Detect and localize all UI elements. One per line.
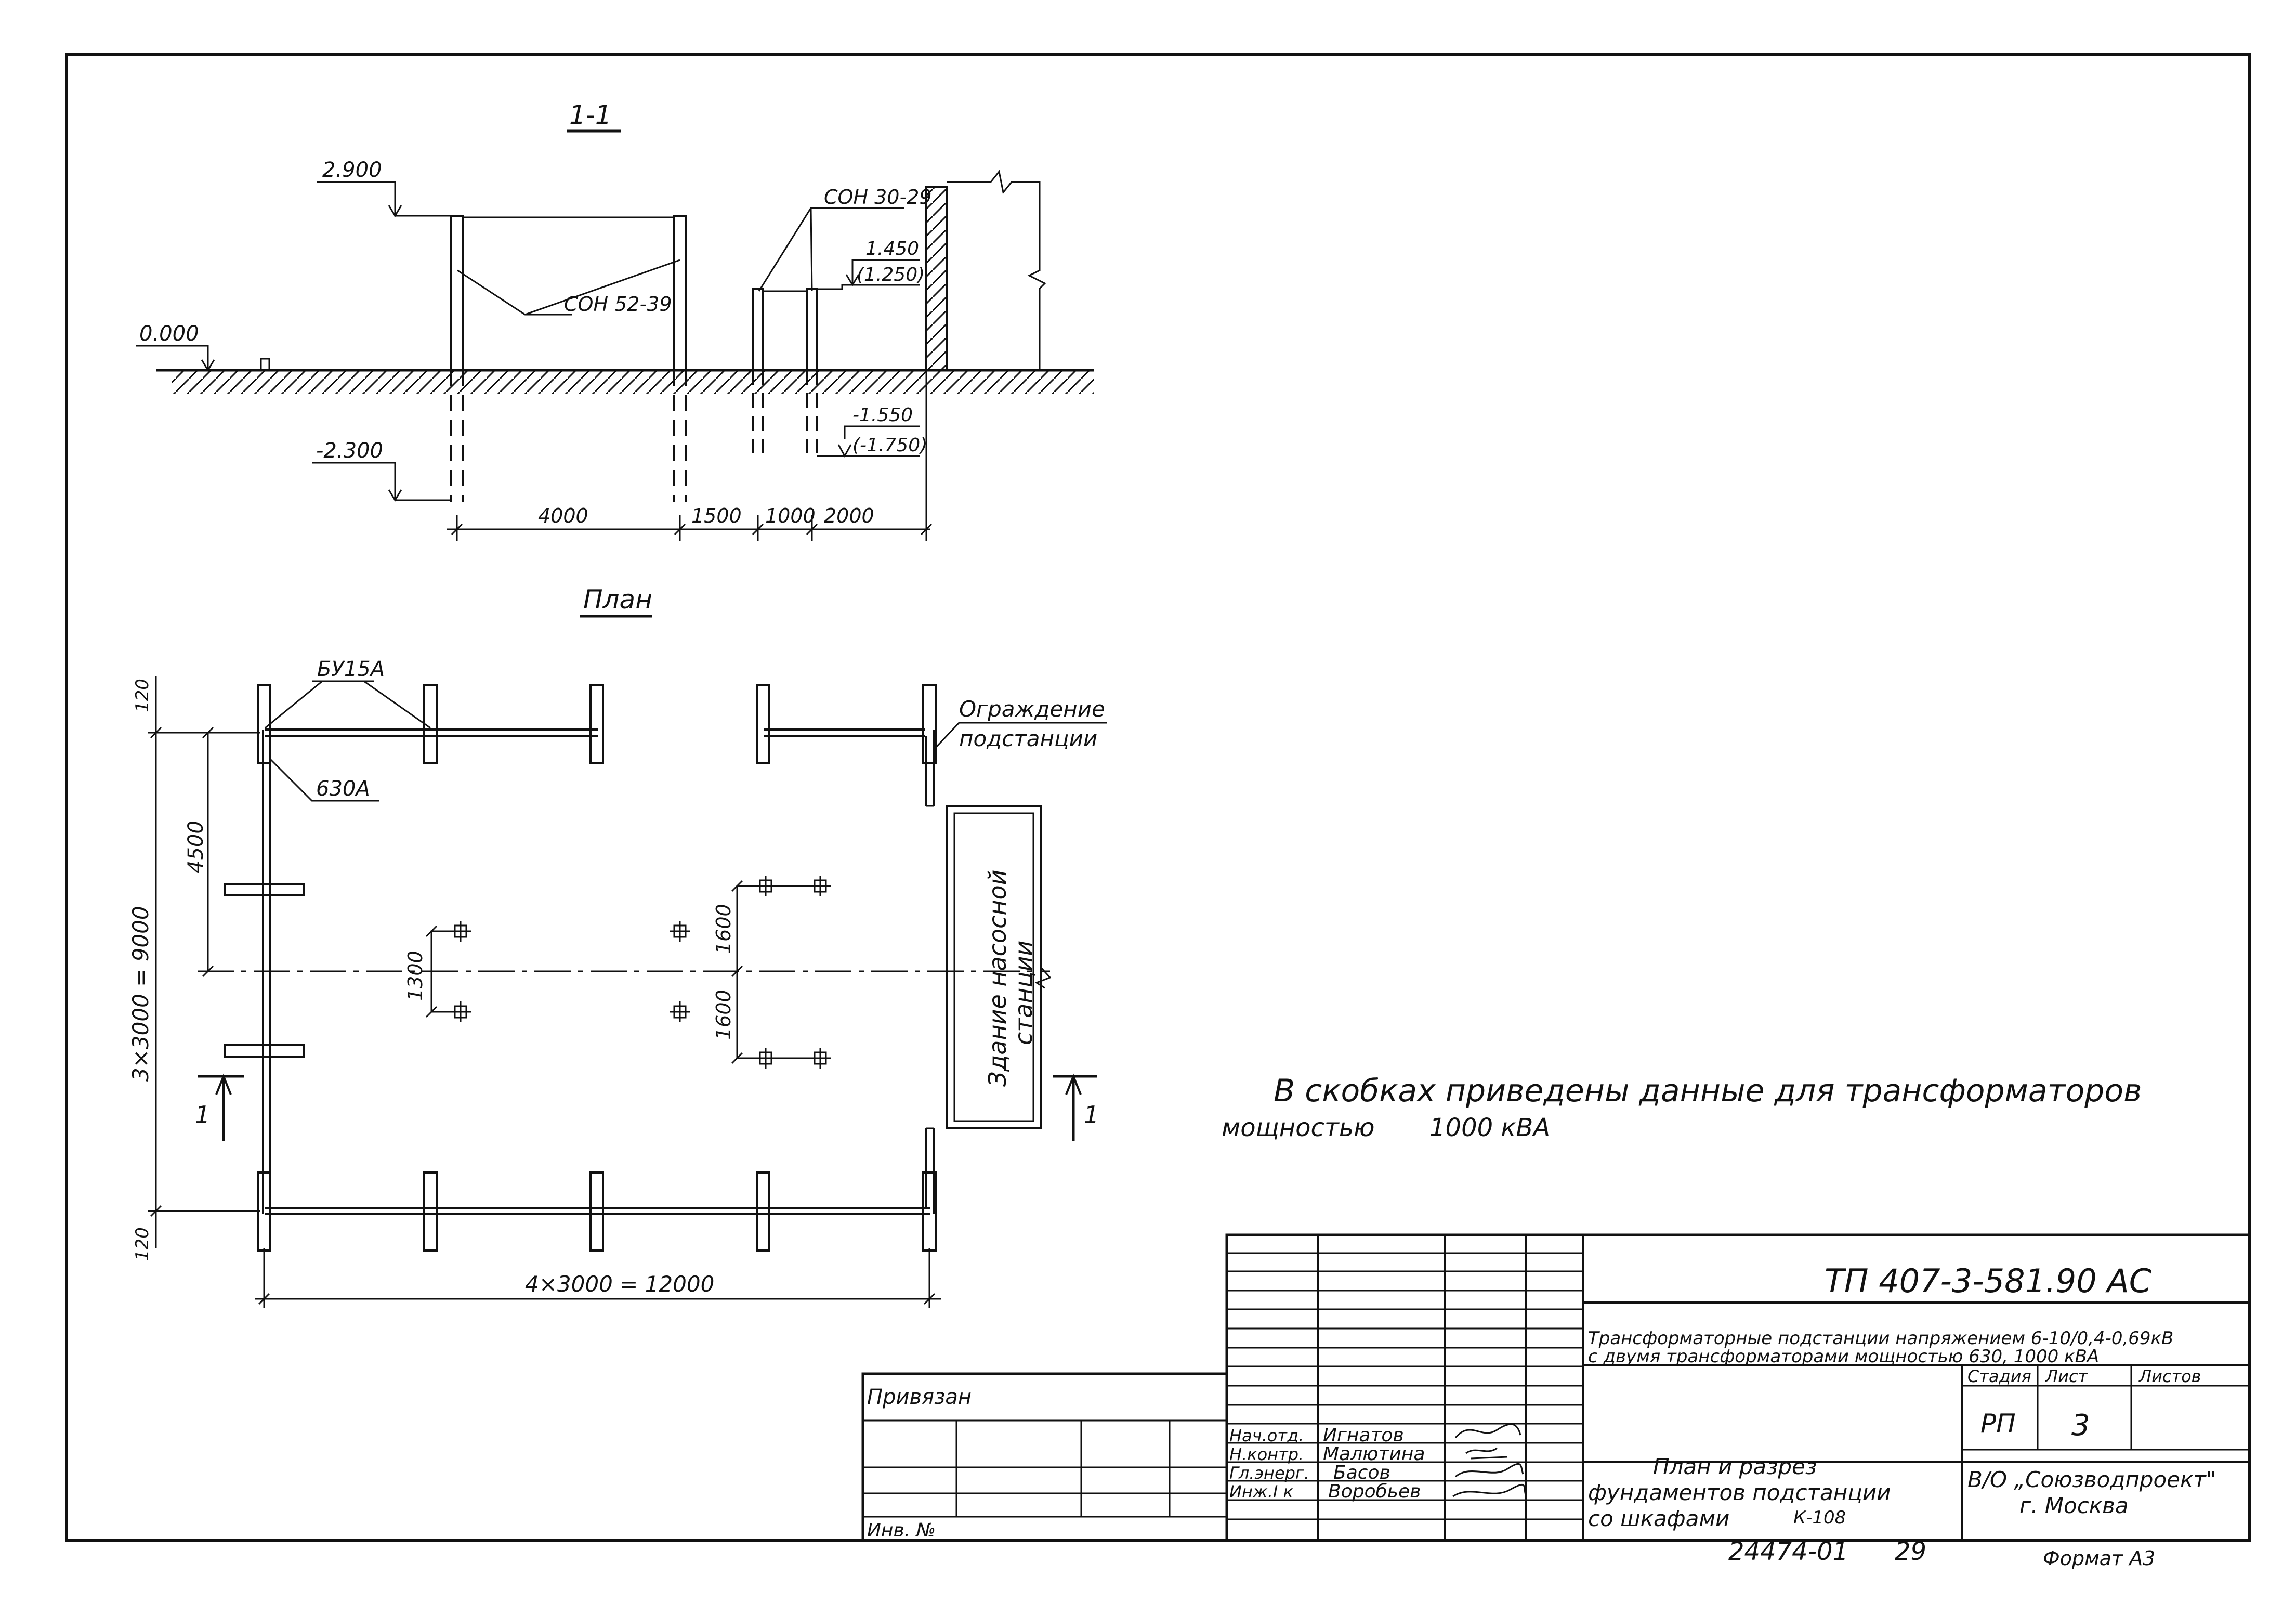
plan-view: План Здание насосн: [128, 584, 1107, 1308]
dim-1600-up: 1600: [712, 904, 735, 954]
dim-120-bottom: 120: [132, 1227, 153, 1261]
large-pillar-right: [673, 215, 687, 371]
section-1-1: 1-1 СОН 52-39 СОН 30-29 2.900: [136, 100, 1094, 541]
name-2: Басов: [1333, 1462, 1390, 1483]
anchor-bolts: [450, 876, 831, 1069]
level-small-top-alt: (1.250): [857, 264, 925, 285]
building-wall: [925, 186, 948, 371]
level-small-bottom: -1.550: [852, 405, 913, 426]
dim-4500: 4500: [184, 820, 208, 874]
label-large-pillar: СОН 52-39: [564, 293, 672, 316]
title-block: [861, 1233, 2251, 1542]
label-small-pillar: СОН 30-29: [824, 186, 932, 209]
inv-label: Инв. №: [867, 1520, 936, 1541]
post: [589, 684, 604, 764]
note-line1: В скобках приведены данные для трансформ…: [1274, 1073, 2142, 1109]
format-label: Формат А3: [2043, 1547, 2155, 1570]
dim-1600-down: 1600: [712, 989, 735, 1040]
label-beam: 630А: [316, 777, 370, 801]
note-line2a: мощностью: [1222, 1113, 1375, 1142]
dim-1500: 1500: [691, 504, 742, 527]
level-ground: 0.000: [139, 322, 199, 346]
doc-number: 24474-01: [1728, 1537, 1848, 1566]
signatures: [1452, 1423, 1527, 1497]
dim-12000: 4×3000 = 12000: [525, 1271, 714, 1297]
level-small-bottom-alt: (-1.750): [852, 435, 927, 456]
level-top: 2.900: [322, 158, 382, 182]
bound-label: Привязан: [867, 1385, 972, 1409]
sheet-header: Лист: [2045, 1366, 2088, 1386]
post: [589, 1171, 604, 1252]
post: [756, 684, 770, 764]
role-1: Н.контр.: [1229, 1444, 1304, 1464]
section-mark-right: 1: [1084, 1101, 1099, 1129]
level-bottom: -2.300: [316, 439, 383, 463]
small-pillar-left: [752, 288, 764, 371]
page-number: 29: [1895, 1537, 1926, 1566]
sheet-title-2: фундаментов подстанции: [1588, 1480, 1891, 1505]
stage-header: Стадия: [1967, 1366, 2031, 1386]
label-fence-2: подстанции: [959, 726, 1097, 751]
name-3: Воробьев: [1328, 1481, 1421, 1502]
section-title: 1-1: [569, 100, 612, 130]
sheet-frame: [65, 53, 2251, 1542]
building-label-1: Здание насосной: [983, 870, 1012, 1087]
sheet-title-code: К-108: [1793, 1507, 1846, 1528]
sheet-value: 3: [2071, 1409, 2090, 1442]
dim-1000: 1000: [765, 504, 816, 527]
doc-desc-2: с двумя трансформаторами мощностью 630, …: [1588, 1346, 2099, 1367]
sheet-title-1: План и разрез: [1653, 1454, 1817, 1479]
org-2: г. Москва: [2019, 1493, 2129, 1518]
dim-9000: 3×3000 = 9000: [128, 906, 153, 1082]
org-1: В/О „Союзводпроект": [1967, 1467, 2216, 1492]
dim-120-top: 120: [132, 679, 153, 712]
stage-value: РП: [1980, 1409, 2016, 1439]
name-0: Игнатов: [1323, 1425, 1404, 1446]
small-pillar-right: [806, 288, 818, 371]
doc-desc-1: Трансформаторные подстанции напряжением …: [1588, 1328, 2173, 1349]
role-0: Нач.отд.: [1229, 1426, 1304, 1445]
sheet-title-3: со шкафами: [1588, 1506, 1729, 1531]
building-label-2: станции: [1009, 941, 1038, 1045]
label-fence-1: Ограждение: [959, 696, 1105, 722]
post: [224, 883, 305, 896]
name-1: Малютина: [1323, 1443, 1425, 1465]
ground-hatch: [172, 370, 1094, 394]
post: [423, 1171, 438, 1252]
doc-code: ТП 407-3-581.90 АС: [1825, 1262, 2152, 1300]
large-pillar-left: [450, 215, 464, 371]
level-small-top: 1.450: [865, 238, 919, 259]
role-3: Инж.I к: [1229, 1482, 1293, 1502]
role-2: Гл.энерг.: [1229, 1463, 1309, 1483]
section-mark-left: 1: [195, 1101, 210, 1129]
label-post: БУ15А: [317, 657, 385, 681]
dim-4000: 4000: [538, 504, 588, 527]
post: [756, 1171, 770, 1252]
note-line2b: 1000 кВА: [1429, 1113, 1550, 1142]
sheets-header: Листов: [2138, 1366, 2201, 1386]
dim-1300: 1300: [404, 950, 427, 1001]
post: [224, 1044, 305, 1058]
post: [922, 684, 937, 764]
dim-2000: 2000: [824, 504, 874, 527]
plan-title: План: [583, 584, 652, 615]
